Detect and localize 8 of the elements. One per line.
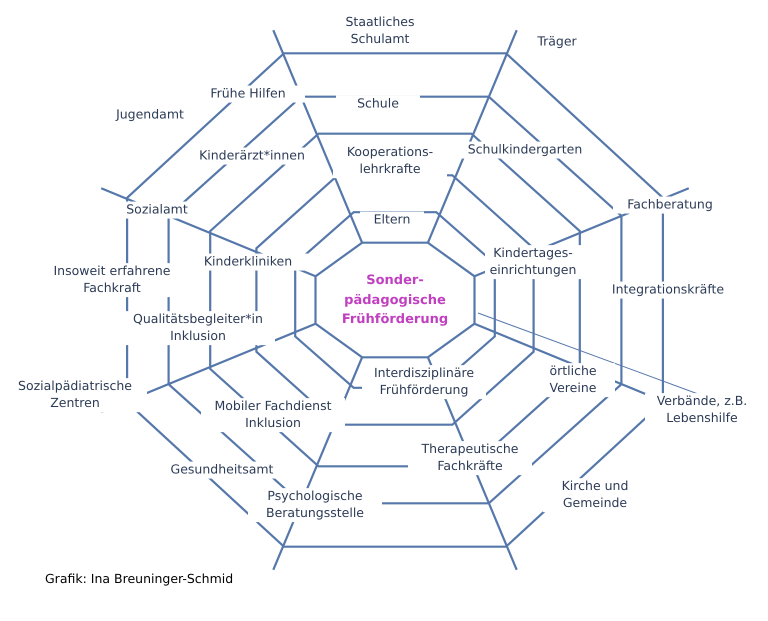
web-label: Kooperations- lehrkrafte <box>333 144 447 178</box>
credit-caption: Grafik: Ina Breuninger-Schmid <box>45 571 234 586</box>
center-title: Sonder- pädagogische Frühförderung <box>340 272 450 329</box>
web-label: Interdisziplinäre Frühförderung <box>362 365 486 399</box>
web-label: Mobiler Fachdienst Inklusion <box>201 398 345 432</box>
web-label: Kindertages- einrichtungen <box>485 245 581 279</box>
web-label: Psychologische Beratungsstelle <box>248 488 382 522</box>
web-label: Therapeutische Fachkräfte <box>408 441 532 475</box>
